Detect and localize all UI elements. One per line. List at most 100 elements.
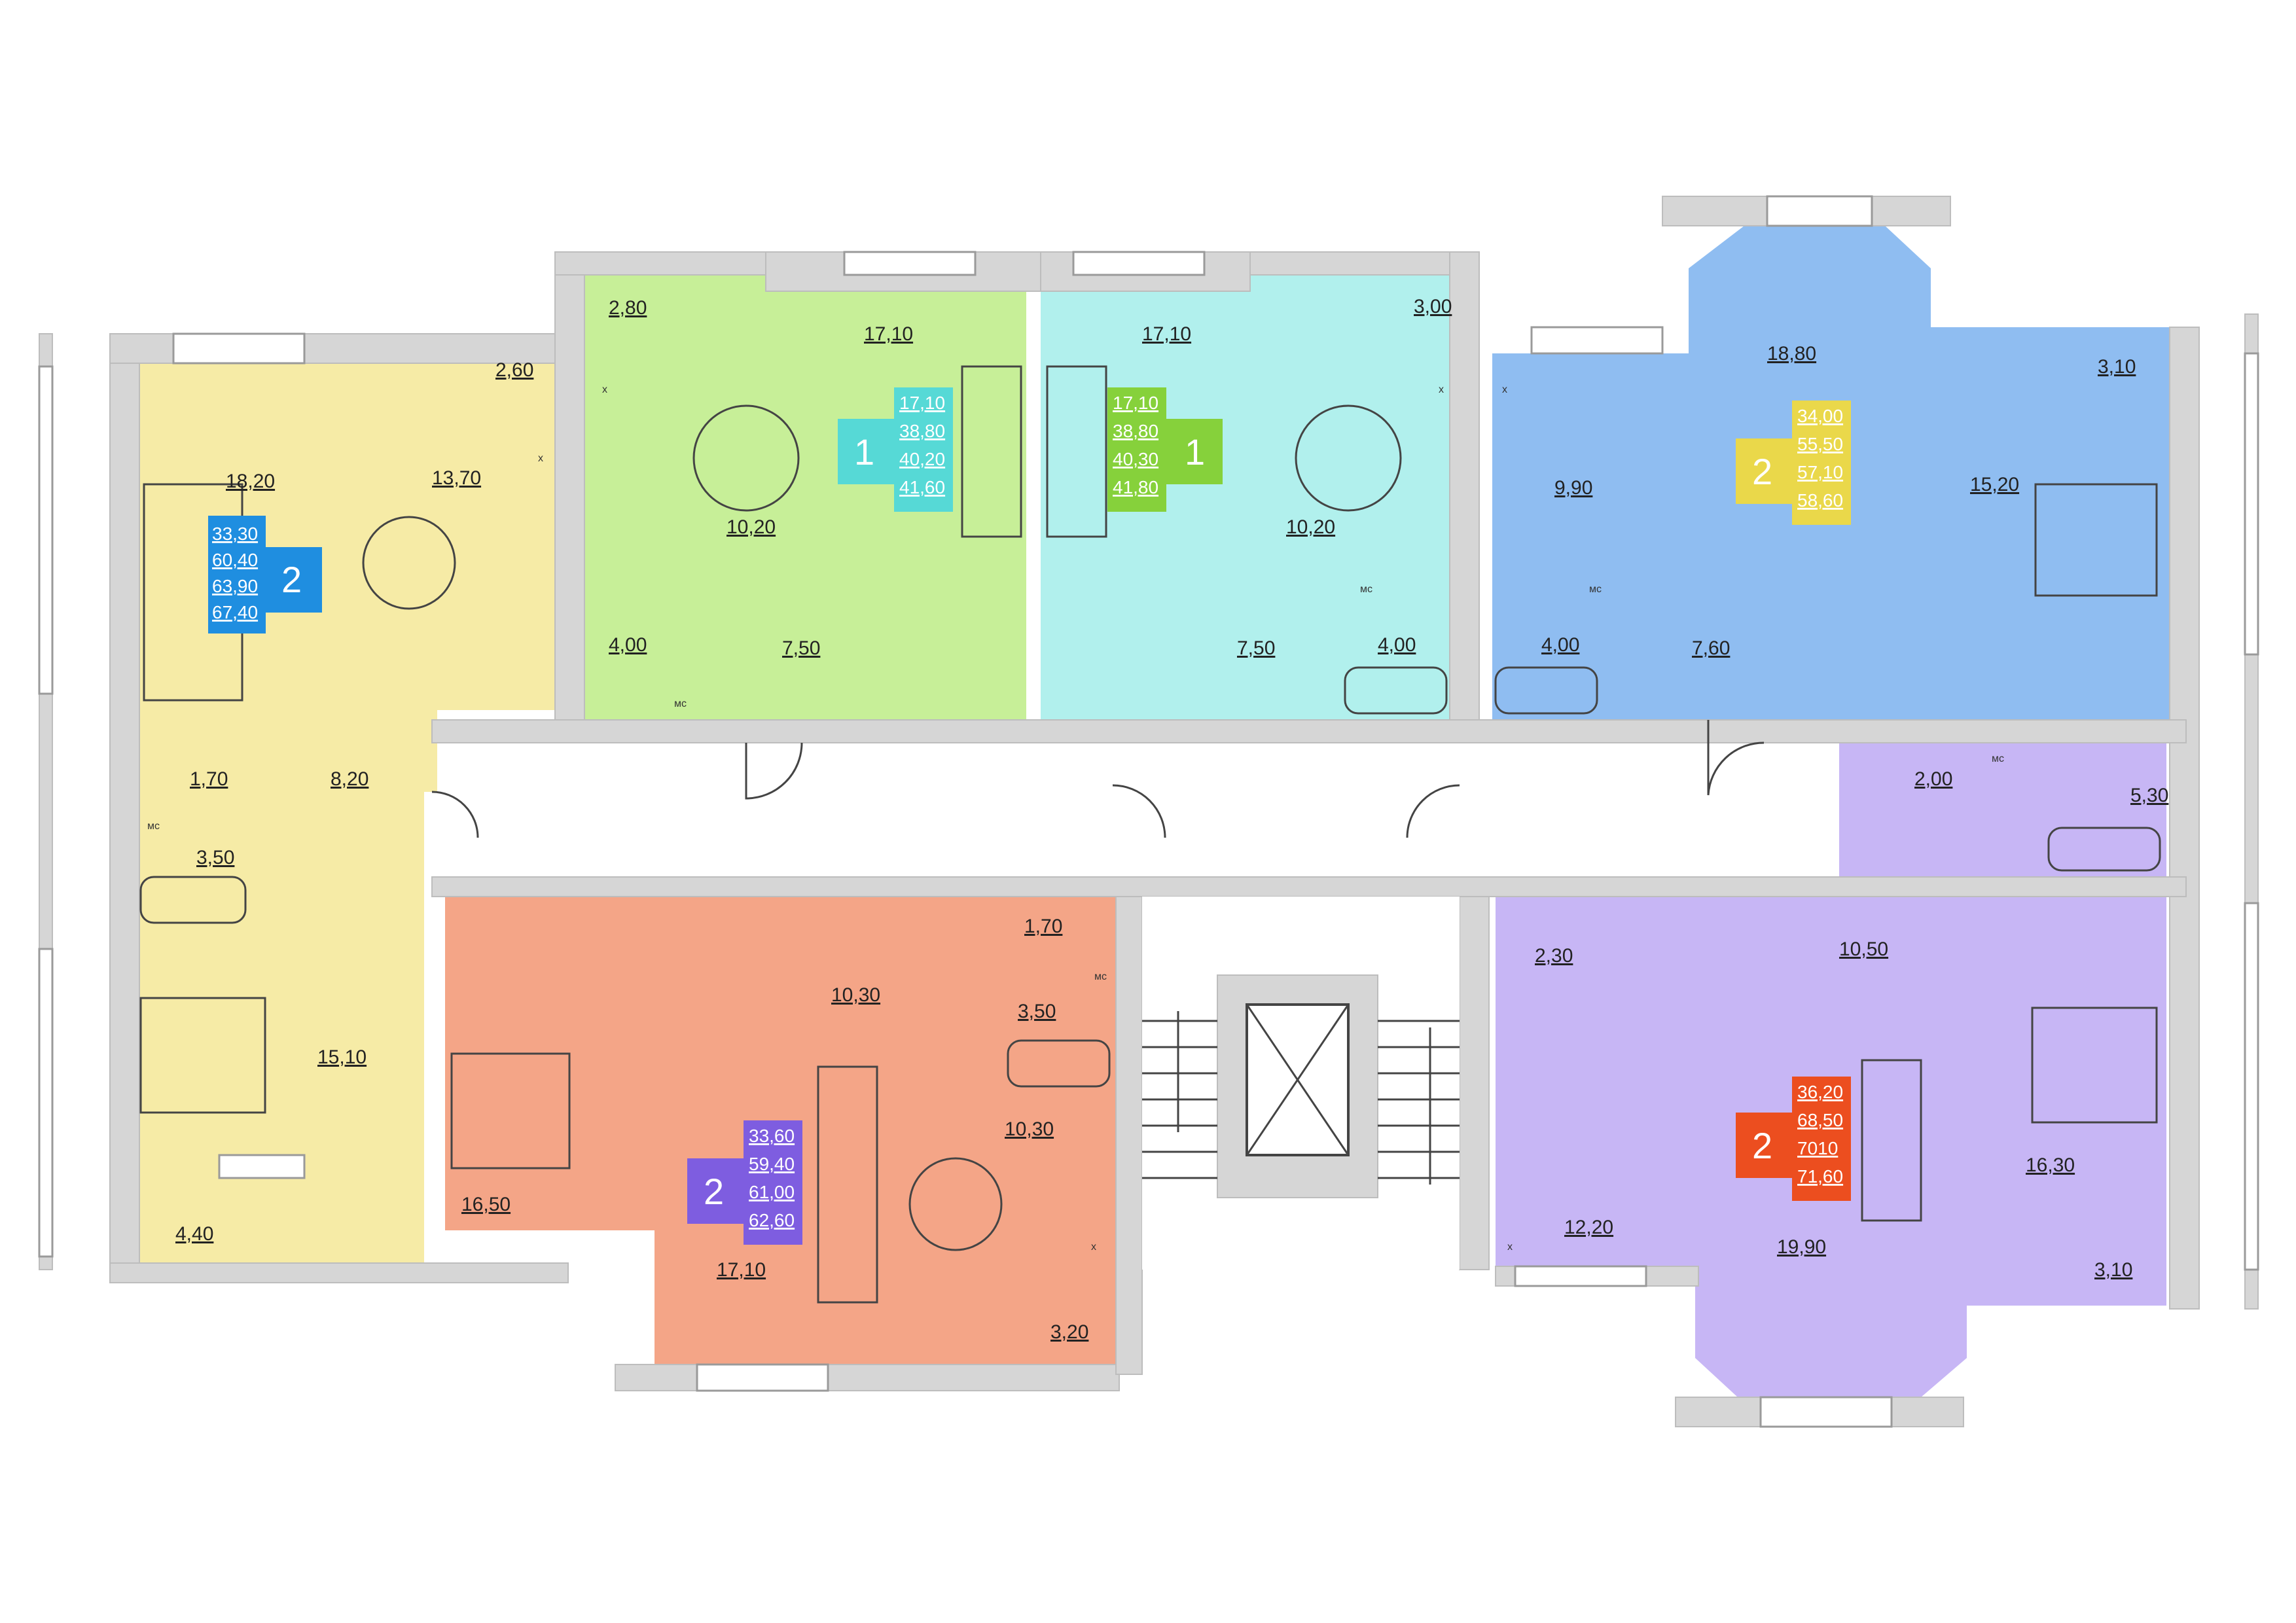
room-area: 8,20 — [331, 768, 368, 790]
room-area: 1,70 — [1024, 916, 1062, 937]
badge-area: 58,60 — [1797, 490, 1843, 510]
badge-area: 67,40 — [212, 602, 258, 622]
bed-icon — [139, 997, 266, 1114]
fixture-label: х — [1439, 384, 1444, 395]
badge-orange[interactable]: 2 33,60 59,40 61,00 62,60 — [687, 1120, 802, 1245]
badge-area: 17,10 — [899, 393, 945, 413]
dining-table-icon — [1295, 404, 1402, 512]
apartment-cyan[interactable] — [1041, 275, 1450, 720]
room-area: 2,00 — [1914, 768, 1952, 790]
bed-icon — [2031, 1007, 2158, 1124]
apartment-green[interactable] — [584, 275, 1026, 720]
wall-core-right — [1459, 896, 1490, 1270]
room-area: 3,50 — [1018, 1001, 1056, 1022]
room-area: 17,10 — [717, 1259, 766, 1281]
sofa-icon — [961, 365, 1022, 538]
badge-rooms: 2 — [1752, 451, 1772, 492]
windows — [38, 195, 2259, 1428]
wall-corridor-top — [431, 719, 2187, 743]
fixture-label: х — [1507, 1241, 1513, 1253]
window — [2244, 902, 2259, 1271]
wall-orange-bottom — [615, 1364, 1120, 1391]
room-area: 19,90 — [1777, 1236, 1826, 1258]
room-area: 3,50 — [196, 847, 234, 868]
badge-area: 40,20 — [899, 449, 945, 469]
room-area: 3,10 — [2098, 356, 2136, 378]
badge-blue[interactable]: 2 34,00 55,50 57,10 58,60 — [1736, 401, 1851, 525]
badge-area: 57,10 — [1797, 462, 1843, 482]
room-area: 13,70 — [432, 467, 481, 489]
bed-icon — [2034, 483, 2158, 597]
badge-area: 60,40 — [212, 550, 258, 570]
bathtub-icon — [139, 876, 247, 924]
room-area: 17,10 — [864, 323, 913, 345]
door-icon — [745, 742, 803, 800]
apartment-cyan-fill — [1041, 275, 1450, 720]
room-area: 16,50 — [461, 1194, 511, 1215]
bathtub-icon — [1494, 666, 1598, 715]
room-area: 7,50 — [1237, 637, 1275, 659]
sofa-icon — [1861, 1059, 1922, 1222]
fixture-labels: мс мс мс мс мс мс х х х х х х — [147, 384, 2004, 1253]
room-area: 17,10 — [1142, 323, 1191, 345]
badge-area: 59,40 — [749, 1154, 795, 1174]
bathtub-icon — [1344, 666, 1448, 715]
room-area: 10,30 — [1005, 1118, 1054, 1140]
badge-purple[interactable]: 2 36,20 68,50 7010 71,60 — [1736, 1077, 1851, 1201]
fixture-label: х — [538, 453, 543, 464]
room-area: 18,80 — [1767, 343, 1816, 365]
badge-area: 55,50 — [1797, 434, 1843, 454]
badge-area: 34,00 — [1797, 406, 1843, 426]
badge-area: 41,60 — [899, 477, 945, 497]
room-area: 10,30 — [831, 984, 880, 1006]
badge-green[interactable]: 1 17,10 38,80 40,20 41,60 — [838, 387, 953, 512]
badge-area: 63,90 — [212, 576, 258, 596]
badge-area: 33,60 — [749, 1126, 795, 1146]
apartment-purple[interactable] — [1496, 743, 2166, 1397]
room-area: 4,00 — [1541, 634, 1579, 656]
badge-area: 36,20 — [1797, 1082, 1843, 1102]
badge-area: 38,80 — [899, 421, 945, 441]
stair-core — [1142, 897, 1460, 1270]
room-area: 5,30 — [2130, 785, 2168, 806]
room-area: 7,60 — [1692, 637, 1730, 659]
wall-yellow-bottom — [109, 1262, 569, 1283]
wall-green-top — [554, 251, 772, 276]
room-area: 9,90 — [1554, 477, 1592, 499]
room-area: 7,50 — [782, 637, 820, 659]
bathtub-icon — [1007, 1039, 1111, 1088]
dining-table-icon — [692, 404, 800, 512]
wall-core-left — [1115, 896, 1143, 1375]
dining-table-icon — [362, 516, 456, 610]
badge-yellow[interactable]: 33,30 60,40 63,90 67,40 2 — [208, 516, 322, 633]
room-area: 10,20 — [1286, 516, 1335, 538]
doors — [431, 720, 1765, 838]
fixture-label: мс — [1589, 584, 1602, 595]
badge-area: 68,50 — [1797, 1110, 1843, 1130]
room-area: 16,30 — [2026, 1154, 2075, 1176]
fixture-label: мс — [1094, 971, 1107, 982]
room-area: 15,20 — [1970, 474, 2019, 495]
window — [218, 1154, 306, 1179]
door-icon — [1707, 720, 1765, 796]
badge-rooms: 2 — [704, 1171, 724, 1212]
fixture-label: х — [1502, 384, 1507, 395]
room-area: 3,00 — [1414, 296, 1452, 317]
outer-wall-left — [109, 333, 140, 1270]
room-area: 18,20 — [226, 471, 275, 492]
window — [38, 948, 54, 1258]
badge-area: 17,10 — [1113, 393, 1158, 413]
room-area: 10,20 — [726, 516, 776, 538]
badge-area: 62,60 — [749, 1210, 795, 1230]
window — [1072, 251, 1206, 276]
apartment-purple-fill — [1496, 743, 2166, 1397]
badge-area: 7010 — [1797, 1138, 1838, 1158]
room-area: 10,50 — [1839, 938, 1888, 960]
fixture-label: х — [602, 384, 607, 395]
window — [696, 1363, 829, 1392]
fixture-label: мс — [674, 698, 687, 709]
wall-corridor-bottom — [431, 876, 2187, 897]
room-area: 12,20 — [1564, 1217, 1613, 1238]
window — [2244, 352, 2259, 656]
badge-cyan[interactable]: 17,10 38,80 40,30 41,80 1 — [1107, 387, 1223, 512]
